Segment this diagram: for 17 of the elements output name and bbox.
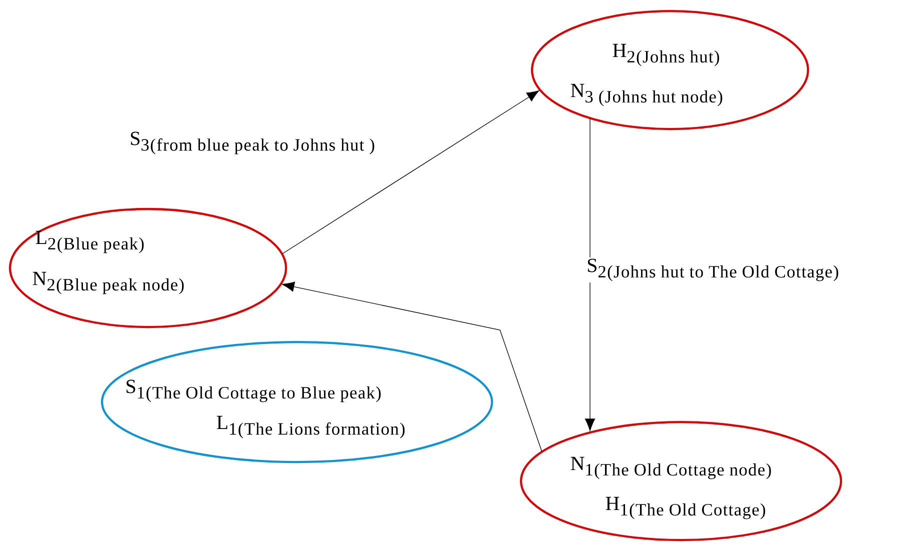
ellipse: [8, 208, 288, 328]
node-label: $\mathrm{S}_{\text{1(The Old Cottage to Blue peak)}}$: [126, 380, 381, 402]
node-label: $\mathrm{N}_{\text{1(The Old Cottage node)}}$: [570, 456, 771, 480]
node-label: $\mathrm{N}_{\text{2(Blue peak node)}}$: [32, 272, 184, 294]
node-label: $\mathrm{L}_{\text{1(The Lions formation)}}$: [216, 416, 405, 438]
arrow: [282, 90, 540, 254]
edge-label: $\mathrm{S}_{\text{2(Johns hut to The Old Cottage)}}$: [585, 257, 841, 282]
edge-label: $\mathrm{S}_{\text{3(from blue peak to Johns hut )}}$: [128, 130, 377, 156]
arrow: [282, 282, 542, 452]
node-label: $\mathrm{L}_{\text{2(Blue peak)}}$: [36, 230, 144, 254]
ellipse: [530, 10, 810, 130]
node-label: $\mathrm{H}_{\text{1(The Old Cottage)}}$: [606, 496, 766, 520]
node-label: $\mathrm{H}_{\text{2(Johns hut)}}$: [612, 44, 720, 66]
node-label: $\mathrm{N}_{\text{3 (Johns hut node)}}$: [570, 84, 722, 106]
ellipse: [100, 340, 494, 464]
arrow: [584, 118, 596, 432]
ellipse: [520, 420, 842, 542]
